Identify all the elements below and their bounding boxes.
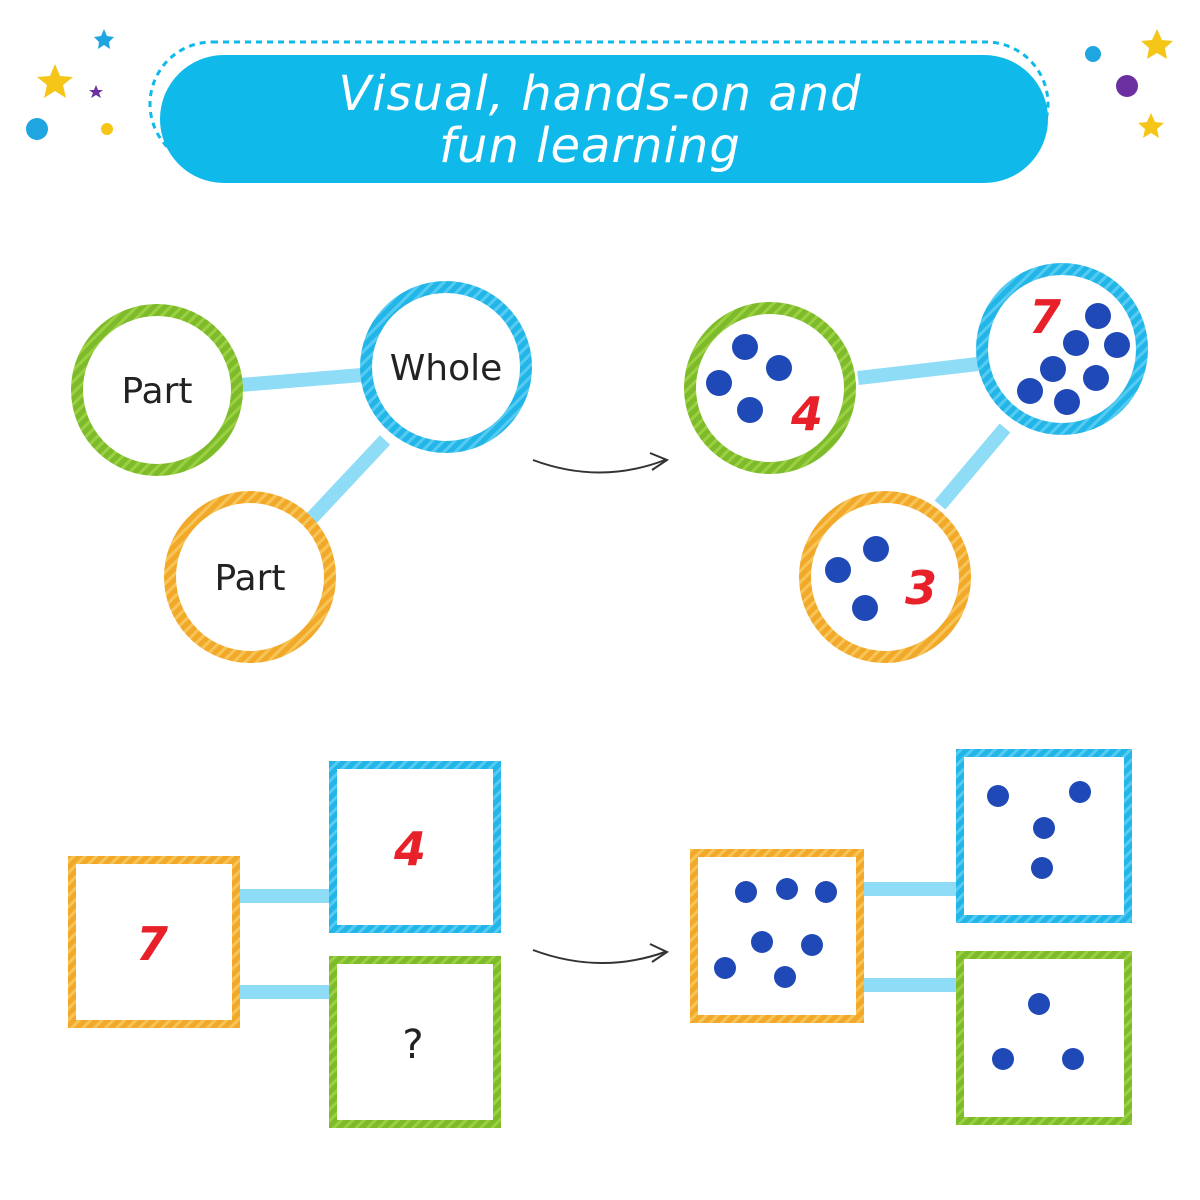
example-part-b-dots: [825, 536, 889, 621]
part-b-circle: [164, 491, 336, 663]
dot-icon: [1085, 46, 1101, 62]
dot: [732, 334, 758, 360]
dot: [1085, 303, 1111, 329]
dot: [735, 881, 757, 903]
dot: [1083, 365, 1109, 391]
dot: [1063, 330, 1089, 356]
dot: [987, 785, 1009, 807]
dot: [1069, 781, 1091, 803]
dot: [1054, 389, 1080, 415]
dot: [992, 1048, 1014, 1070]
whole-box-number: 7: [136, 917, 168, 971]
whole-label: Whole: [390, 348, 503, 389]
dot: [1017, 378, 1043, 404]
box-example: [690, 749, 1132, 1125]
title-line-1: Visual, hands-on and: [338, 66, 861, 122]
connector-bar: [858, 978, 962, 992]
star-icon: [37, 64, 73, 98]
connector-line: [304, 435, 391, 525]
title-banner: Visual, hands-on and fun learning: [148, 40, 1050, 183]
connector-line: [239, 368, 363, 392]
example-whole-box: [690, 849, 864, 1023]
dot: [815, 881, 837, 903]
part-a-box-number: 4: [393, 822, 426, 876]
dot: [1033, 817, 1055, 839]
decoration-top-right: [1085, 29, 1173, 138]
star-icon: [1141, 29, 1173, 59]
dot-icon: [26, 118, 48, 140]
part-b-box: [329, 956, 501, 1128]
dot: [1031, 857, 1053, 879]
part-a-circle: [71, 304, 243, 476]
part-a-box: [329, 761, 501, 933]
dot: [801, 934, 823, 956]
star-icon: [94, 29, 114, 49]
connector-bar: [232, 889, 336, 903]
box-model: 7 4 ?: [68, 761, 501, 1128]
example-part-a-number: 4: [790, 387, 823, 441]
example-part-b-circle: [799, 491, 971, 663]
decoration-top-left: [26, 29, 114, 140]
whole-box: [68, 856, 240, 1028]
dot: [852, 595, 878, 621]
unknown-part-mark: ?: [402, 1022, 423, 1068]
arrow-icon: [532, 943, 670, 964]
star-icon: [1138, 113, 1164, 138]
title-line-2: fun learning: [439, 118, 741, 174]
example-part-a-dots: [706, 334, 792, 423]
dot: [825, 557, 851, 583]
example-whole-number: 7: [1029, 290, 1061, 344]
dot: [737, 397, 763, 423]
title-banner-fill: [160, 55, 1048, 183]
connector-bar: [232, 985, 336, 999]
dot: [1040, 356, 1066, 382]
example-part-b-box: [956, 951, 1132, 1125]
dot: [863, 536, 889, 562]
dot: [776, 878, 798, 900]
connector-line: [857, 357, 979, 385]
arrow-icon: [532, 452, 670, 474]
example-part-a-circle: [684, 302, 856, 474]
circle-example: 4 7 3: [684, 263, 1148, 663]
dot: [1028, 993, 1050, 1015]
dot-icon: [1116, 75, 1138, 97]
connector-bar: [858, 882, 962, 896]
example-whole-box-dots: [714, 878, 837, 988]
dot: [706, 370, 732, 396]
circle-model: Part Whole Part: [71, 281, 532, 663]
dot: [774, 966, 796, 988]
example-whole-dots: [1017, 303, 1130, 415]
dot: [751, 931, 773, 953]
dot: [714, 957, 736, 979]
example-part-b-box-dots: [992, 993, 1084, 1070]
example-part-b-number: 3: [905, 561, 937, 615]
whole-circle: [360, 281, 532, 453]
dot: [766, 355, 792, 381]
dot: [1104, 332, 1130, 358]
dot: [1062, 1048, 1084, 1070]
dot-icon: [101, 123, 113, 135]
part-a-label: Part: [121, 371, 192, 412]
example-part-a-box-dots: [987, 781, 1091, 879]
example-part-a-box: [956, 749, 1132, 923]
connector-line: [934, 423, 1011, 510]
star-icon: [89, 85, 103, 98]
part-b-label: Part: [214, 558, 285, 599]
